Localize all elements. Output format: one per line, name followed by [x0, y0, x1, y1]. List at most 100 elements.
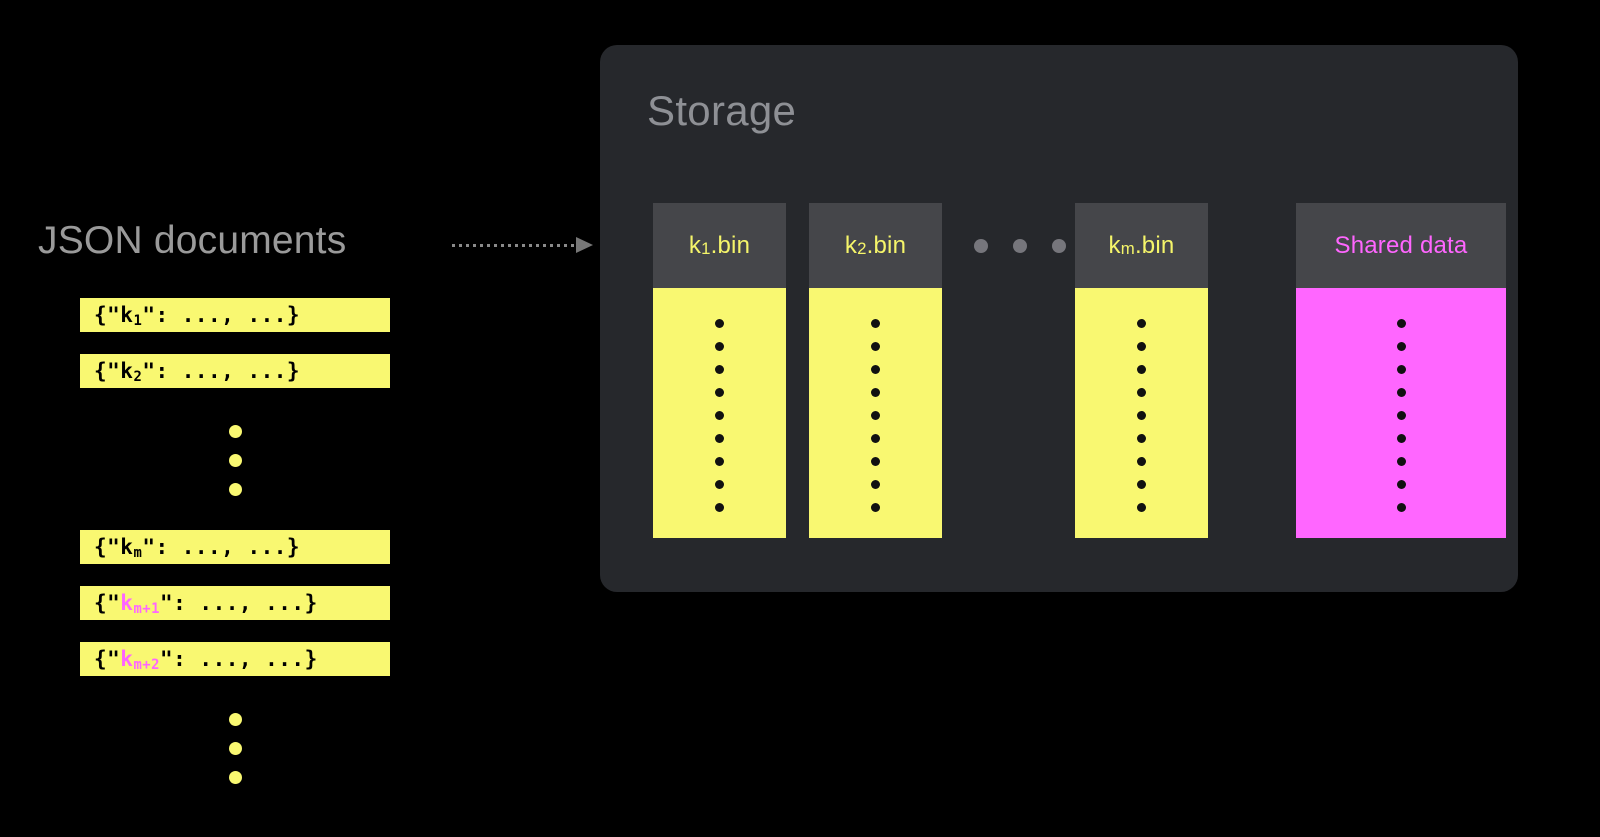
- record-dot: [715, 387, 724, 397]
- record-dot: [715, 341, 724, 351]
- documents-vertical-ellipsis-upper: [75, 410, 395, 510]
- record-dot: [1137, 456, 1146, 466]
- doc-key-subscript: 2: [133, 369, 143, 386]
- record-dot: [1396, 410, 1406, 420]
- json-document-item-shared: {"km+2": ..., ...}: [80, 642, 390, 676]
- doc-suffix: ": ..., ...}: [160, 647, 318, 671]
- json-document-list: {"k1": ..., ...} {"k2": ..., ...} {"km":…: [80, 298, 390, 818]
- flow-arrow-icon: [452, 236, 600, 256]
- bin-key-subscript: 1: [701, 238, 711, 258]
- json-document-item: {"km": ..., ...}: [80, 530, 390, 564]
- record-dot: [1396, 456, 1406, 466]
- doc-prefix: {": [94, 591, 121, 615]
- bin-extension: .bin: [1134, 231, 1175, 259]
- doc-key-subscript: 1: [133, 313, 143, 330]
- json-document-item: {"k1": ..., ...}: [80, 298, 390, 332]
- record-dot: [871, 433, 880, 443]
- doc-key: km+1: [120, 591, 160, 618]
- doc-key-subscript: m+1: [133, 601, 160, 618]
- bin-key-subscript: m: [1120, 238, 1135, 258]
- ellipsis-dot: [1052, 238, 1066, 253]
- record-dot: [871, 502, 880, 512]
- ellipsis-dot: [228, 770, 242, 784]
- bin-key-letter: k: [844, 231, 858, 259]
- record-dot: [1396, 433, 1406, 443]
- ellipsis-dot: [228, 453, 242, 467]
- record-dot: [1396, 479, 1406, 489]
- ellipsis-dot: [228, 712, 242, 726]
- doc-key-letter: k: [120, 591, 134, 615]
- record-dot: [715, 433, 724, 443]
- doc-suffix: ": ..., ...}: [160, 591, 318, 615]
- json-documents-heading: JSON documents: [38, 219, 347, 262]
- ellipsis-dot: [1013, 238, 1027, 253]
- bin-key-letter: k: [688, 231, 702, 259]
- json-document-item: {"k2": ..., ...}: [80, 354, 390, 388]
- shared-data-body: [1296, 288, 1506, 538]
- record-dot: [1137, 341, 1146, 351]
- record-dot: [1396, 387, 1406, 397]
- record-dot: [1396, 341, 1406, 351]
- shared-data-header-label: Shared data: [1296, 203, 1506, 288]
- record-dot: [715, 456, 724, 466]
- doc-prefix: {": [94, 535, 121, 559]
- shared-data-column[interactable]: Shared data: [1296, 203, 1506, 538]
- doc-key: km: [120, 535, 143, 562]
- doc-prefix: {": [94, 359, 121, 383]
- record-dot: [1137, 502, 1146, 512]
- record-dot: [871, 341, 880, 351]
- ellipsis-dot: [228, 424, 242, 438]
- ellipsis-dot: [974, 238, 988, 253]
- json-documents-section: JSON documents {"k1": ..., ...} {"k2": .…: [0, 0, 600, 837]
- doc-key-letter: k: [120, 359, 134, 383]
- record-dot: [715, 502, 724, 512]
- record-dot: [1137, 479, 1146, 489]
- record-dot: [1137, 364, 1146, 374]
- ellipsis-dot: [228, 741, 242, 755]
- bin-extension: .bin: [866, 231, 907, 259]
- doc-key: k1: [120, 303, 143, 330]
- record-dot: [715, 364, 724, 374]
- doc-suffix: ": ..., ...}: [142, 535, 301, 559]
- record-dot: [1396, 364, 1406, 374]
- record-dot: [871, 479, 880, 489]
- bin-body: [653, 288, 786, 538]
- doc-key-letter: k: [120, 535, 134, 559]
- json-document-item-shared: {"km+1": ..., ...}: [80, 586, 390, 620]
- doc-suffix: ": ..., ...}: [142, 303, 301, 327]
- ellipsis-dot: [228, 482, 242, 496]
- doc-prefix: {": [94, 647, 121, 671]
- record-dot: [1396, 318, 1406, 328]
- doc-key: km+2: [120, 647, 160, 673]
- record-dot: [1396, 502, 1406, 512]
- doc-key-letter: k: [120, 303, 134, 327]
- arrow-head: [576, 237, 593, 253]
- record-dot: [1137, 387, 1146, 397]
- doc-prefix: {": [94, 303, 121, 327]
- arrow-dotted-line: [452, 244, 577, 247]
- storage-title: Storage: [647, 87, 797, 134]
- doc-key: k2: [120, 359, 143, 386]
- bin-body: [1075, 288, 1208, 538]
- record-dot: [871, 318, 880, 328]
- record-dot: [715, 410, 724, 420]
- record-dot: [1137, 318, 1146, 328]
- bin-key-letter: k: [1108, 231, 1121, 259]
- record-dot: [871, 410, 880, 420]
- doc-suffix: ": ..., ...}: [142, 359, 301, 383]
- doc-key-subscript: m: [133, 545, 143, 562]
- bin-key-subscript: 2: [857, 238, 867, 258]
- doc-key-letter: k: [120, 647, 134, 671]
- record-dot: [871, 387, 880, 397]
- bin-extension: .bin: [710, 231, 751, 259]
- record-dot: [715, 479, 724, 489]
- record-dot: [715, 318, 724, 328]
- record-dot: [871, 456, 880, 466]
